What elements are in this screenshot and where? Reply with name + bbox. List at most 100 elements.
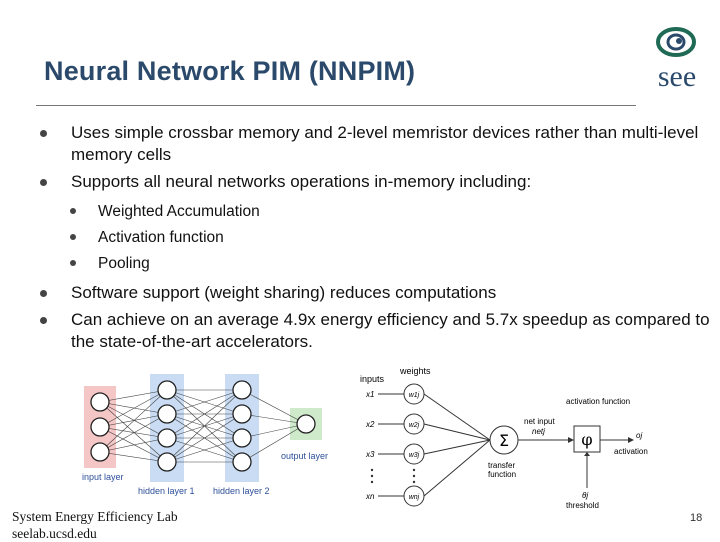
sub-bullet-text: Weighted Accumulation: [98, 203, 260, 220]
bullet-dot-icon: [40, 179, 47, 186]
logo-text: see: [658, 60, 696, 93]
ellipsis-dot: [412, 480, 416, 484]
ellipsis-dot: [370, 468, 374, 472]
nn-connection: [241, 423, 307, 463]
neural-network-diagram: input layer hidden layer 1 hidden layer …: [82, 374, 328, 496]
nn-neuron: [232, 380, 252, 400]
nn-connection: [99, 426, 168, 439]
nn-neuron: [90, 392, 110, 412]
nn-neuron: [157, 380, 177, 400]
output-layer-label: output layer: [281, 451, 328, 461]
nn-connection: [99, 401, 168, 463]
footer-lab-name: System Energy Efficiency Lab: [12, 509, 178, 524]
nn-connection: [99, 426, 168, 463]
weight-edge: [423, 439, 491, 455]
weight-label: w3j: [409, 452, 420, 459]
nn-connection: [99, 389, 168, 428]
bullet-item: Software support (weight sharing) reduce…: [40, 282, 710, 304]
input-x-label: xn: [365, 492, 375, 501]
input-x-label: x2: [365, 420, 375, 429]
see-logo: see: [656, 27, 696, 93]
nn-connection: [99, 389, 168, 453]
nn-connection: [166, 389, 243, 439]
nn-connection: [166, 413, 243, 463]
nn-connection: [99, 401, 168, 439]
bullet-dot-icon: [40, 317, 47, 324]
nn-connection: [166, 437, 243, 463]
bullet-dot-icon: [40, 130, 47, 137]
hidden-layer-2-label: hidden layer 2: [213, 486, 270, 496]
nn-neuron: [157, 452, 177, 472]
weight-label: wnj: [409, 494, 420, 501]
nn-neuron: [90, 417, 110, 437]
nn-connection: [241, 413, 307, 425]
neuron-model-diagram: inputs weights x1 w1j x2 w2j x3 w3j xn wnj trans…: [360, 366, 648, 510]
ellipsis-dot: [412, 468, 416, 472]
slide-title: Neural Network PIM (NNPIM): [44, 56, 416, 86]
sub-bullet-text: Activation function: [98, 229, 224, 246]
activation-node: [573, 425, 601, 453]
footer-url: seelab.ucsd.edu: [12, 526, 97, 541]
weight-edge: [423, 439, 491, 497]
nn-neuron: [296, 414, 316, 434]
threshold-label: threshold: [566, 501, 599, 510]
hidden-layer-1-label: hidden layer 1: [138, 486, 195, 496]
nn-connection: [99, 413, 168, 453]
nn-neuron: [232, 452, 252, 472]
bullet-text: Software support (weight sharing) reduce…: [71, 283, 497, 302]
bullet-item: Uses simple crossbar memory and 2-level …: [40, 122, 710, 166]
bullet-dot-icon: [70, 234, 76, 240]
nn-connection: [241, 389, 307, 425]
bullet-text: Supports all neural networks operations …: [71, 172, 532, 191]
nn-connection: [99, 437, 168, 453]
nn-neuron: [90, 442, 110, 462]
nn-connection: [99, 413, 168, 428]
input-x-label: x1: [365, 390, 374, 399]
sub-bullet-item: Pooling: [40, 254, 710, 274]
net-input-label: net input: [524, 417, 555, 426]
inputs-label: inputs: [360, 374, 385, 384]
ellipsis-dot: [370, 474, 374, 478]
bullet-item: Supports all neural networks operations …: [40, 171, 710, 193]
net-label: netj: [532, 427, 545, 436]
sub-bullet-item: Activation function: [40, 228, 710, 248]
bullet-dot-icon: [70, 260, 76, 266]
phi-symbol: φ: [581, 430, 592, 449]
nn-connection: [99, 401, 168, 415]
nn-neuron: [157, 404, 177, 424]
theta-label: θj: [582, 491, 588, 500]
input-x-label: x3: [365, 450, 375, 459]
ellipsis-dot: [370, 480, 374, 484]
nn-connection: [99, 389, 168, 403]
bullet-text: Can achieve on an average 4.9x energy ef…: [71, 310, 710, 351]
nn-connection: [166, 389, 243, 415]
activation-output-label: activation: [614, 447, 648, 456]
weight-edge: [423, 423, 491, 441]
bullet-text: Uses simple crossbar memory and 2-level …: [71, 123, 699, 164]
footer-lab: System Energy Efficiency Lab seelab.ucsd…: [12, 508, 178, 542]
weight-label: w1j: [409, 392, 420, 399]
sub-bullet-text: Pooling: [98, 255, 150, 272]
nn-connection: [166, 389, 243, 463]
bullet-item: Can achieve on an average 4.9x energy ef…: [40, 309, 710, 353]
weights-label: weights: [399, 366, 431, 376]
nn-connection: [241, 423, 307, 439]
title-divider: [36, 105, 636, 106]
nn-neuron: [232, 404, 252, 424]
input-layer-label: input layer: [82, 472, 124, 482]
page-number: 18: [690, 512, 703, 524]
bullet-dot-icon: [40, 290, 47, 297]
activation-function-label: activation function: [566, 397, 630, 406]
nn-connection: [99, 451, 168, 463]
weight-edge: [423, 393, 491, 441]
sum-symbol: Σ: [499, 431, 509, 450]
nn-neuron: [157, 428, 177, 448]
nn-neuron: [232, 428, 252, 448]
bullet-list: Uses simple crossbar memory and 2-level …: [40, 122, 710, 358]
sub-bullet-item: Weighted Accumulation: [40, 202, 710, 222]
ellipsis-dot: [412, 474, 416, 478]
bullet-dot-icon: [70, 208, 76, 214]
oj-label: oj: [636, 431, 642, 440]
weight-label: w2j: [409, 422, 420, 429]
